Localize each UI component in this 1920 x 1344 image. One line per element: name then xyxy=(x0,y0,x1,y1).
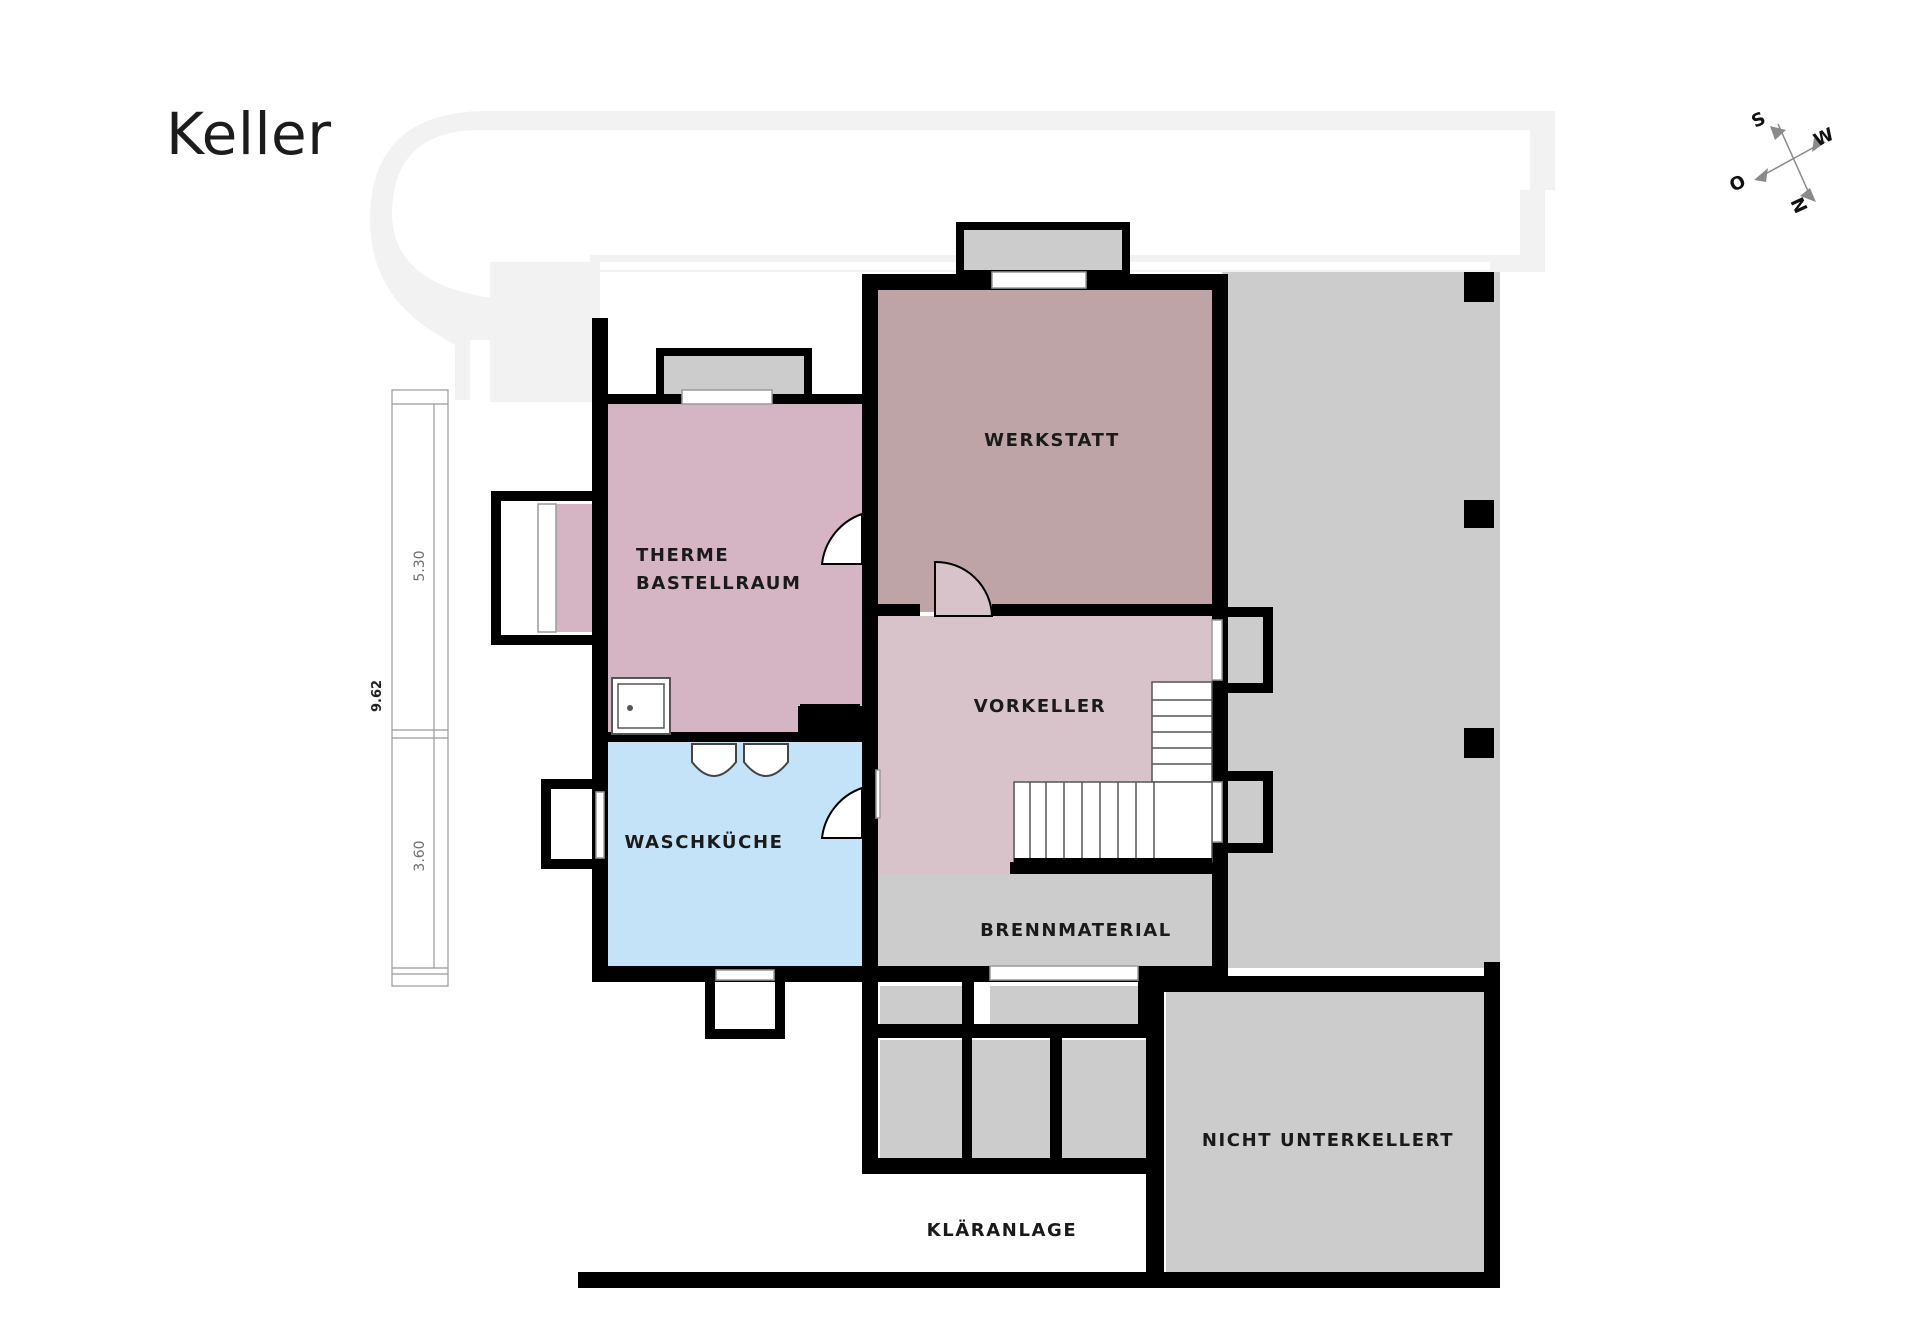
label-therme-line1: THERME xyxy=(636,545,729,566)
compass-east: O xyxy=(1726,171,1749,197)
label-waschkueche: WASCHKÜCHE xyxy=(624,831,783,853)
dimension-bar: 5.30 3.60 9.62 xyxy=(370,389,449,987)
room-waschkueche xyxy=(608,742,862,966)
label-klaeranlage: KLÄRANLAGE xyxy=(927,1219,1078,1241)
compass-icon: S W O N xyxy=(1726,108,1837,217)
left-lightwells xyxy=(491,491,785,1039)
room-werkstatt xyxy=(878,290,1214,612)
dimension-lower: 3.60 xyxy=(412,840,428,871)
label-werkstatt: WERKSTATT xyxy=(984,430,1120,451)
room-nicht-unterkellert xyxy=(1166,990,1484,1276)
dimension-total: 9.62 xyxy=(370,680,385,712)
room-brennmaterial xyxy=(878,874,1214,966)
doors xyxy=(820,512,994,839)
compass-south: S xyxy=(1748,108,1769,133)
label-brennmaterial: BRENNMATERIAL xyxy=(980,920,1172,941)
lightwell-werkstatt xyxy=(956,222,1130,278)
storage-top-1 xyxy=(880,986,962,1026)
storage-bay-3 xyxy=(1062,1040,1146,1158)
storage-bay-2 xyxy=(972,1040,1052,1158)
floor-title: Keller xyxy=(166,100,332,168)
label-vorkeller: VORKELLER xyxy=(974,696,1107,717)
stairs xyxy=(1013,681,1213,866)
label-therme-line2: BASTELLRAUM xyxy=(636,573,802,594)
sink xyxy=(611,677,671,735)
label-nicht-unterkellert: NICHT UNTERKELLERT xyxy=(1202,1130,1454,1151)
dimension-upper: 5.30 xyxy=(412,550,428,581)
washing-machines xyxy=(691,743,789,777)
windows xyxy=(681,271,1139,981)
storage-top-2 xyxy=(990,986,1146,1026)
storage-bay-1 xyxy=(880,1040,962,1158)
compass-north: N xyxy=(1785,194,1810,217)
